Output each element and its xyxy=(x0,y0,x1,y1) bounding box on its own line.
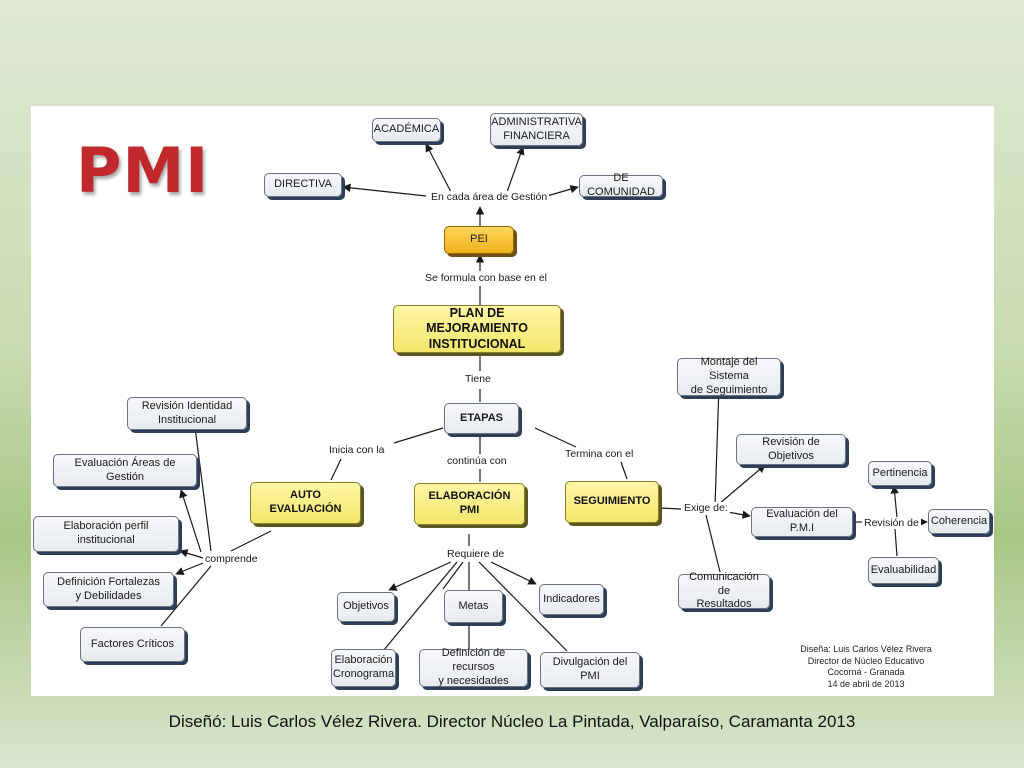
label-en-cada-area: En cada área de Gestión xyxy=(429,191,550,203)
node-comunicacion-resultados: Comunicación de Resultados xyxy=(678,571,770,610)
node-montaje-sistema: Montaje del Sistema de Seguimiento xyxy=(677,356,781,396)
node-plan-mejoramiento: PLAN DE MEJORAMIENTO INSTITUCIONAL xyxy=(393,305,561,353)
node-pertinencia: Pertinencia xyxy=(868,461,932,486)
node-evaluacion-areas: Evaluación Áreas de Gestión xyxy=(53,454,197,487)
node-evaluacion-pmi: Evaluación del P.M.I xyxy=(751,507,853,537)
label-tiene: Tiene xyxy=(463,373,493,385)
node-elaboracion-cronograma: Elaboración Cronograma xyxy=(331,649,396,687)
node-directiva: DIRECTIVA xyxy=(264,173,342,197)
node-de-comunidad: DE COMUNIDAD xyxy=(579,172,663,198)
label-comprende: comprende xyxy=(203,553,260,565)
node-seguimiento: SEGUIMIENTO xyxy=(565,481,659,523)
page-title: PMI xyxy=(76,134,210,207)
node-pei: PEI xyxy=(444,226,514,254)
credit-line-1: Diseña: Luis Carlos Vélez Rivera xyxy=(800,644,932,654)
slide-footer: Diseñó: Luis Carlos Vélez Rivera. Direct… xyxy=(168,712,856,731)
label-inicia-con: Inicia con la xyxy=(327,444,387,456)
credit-line-4: 14 de abril de 2013 xyxy=(827,679,905,690)
node-etapas: ETAPAS xyxy=(444,403,519,434)
label-exige-de: Exige de: xyxy=(682,502,730,514)
node-academica: ACADÉMICA xyxy=(372,118,441,142)
node-revision-identidad: Revisión Identidad Institucional xyxy=(127,397,247,430)
node-indicadores: Indicadores xyxy=(539,584,604,615)
credit-line-3: Cocorná - Granada xyxy=(827,667,905,678)
node-administrativa-financiera: ADMINISTRATIVA FINANCIERA xyxy=(490,113,583,146)
node-factores-criticos: Factores Críticos xyxy=(80,627,185,662)
label-continua-con: continúa con xyxy=(445,455,509,467)
node-definicion-recursos: Definición de recursos y necesidades xyxy=(419,647,528,687)
design-credit: Diseña: Luis Carlos Vélez Rivera Directo… xyxy=(791,644,941,691)
label-revision-de: Revisión de xyxy=(862,517,921,529)
connector-lines xyxy=(160,143,928,652)
credit-line-2: Director de Núcleo Educativo xyxy=(807,655,925,666)
node-revision-objetivos: Revisión de Objetivos xyxy=(736,434,846,465)
node-definicion-fortalezas: Definición Fortalezas y Debilidades xyxy=(43,572,174,607)
node-metas: Metas xyxy=(444,590,503,623)
label-termina-con: Termina con el xyxy=(563,448,636,460)
node-coherencia: Coherencia xyxy=(928,509,990,534)
node-auto-evaluacion: AUTO EVALUACIÓN xyxy=(250,482,361,524)
node-evaluabilidad: Evaluabilidad xyxy=(868,557,939,584)
node-elaboracion-perfil: Elaboración perfil institucional xyxy=(33,516,179,552)
slide: PMI ACADÉMICA ADMINISTRATIVA FINANCIERA … xyxy=(31,106,994,696)
node-objetivos: Objetivos xyxy=(337,592,395,622)
label-requiere-de: Requiere de xyxy=(445,548,507,560)
node-elaboracion-pmi: ELABORACIÓN PMI xyxy=(414,483,525,525)
label-se-formula: Se formula con base en el xyxy=(423,272,549,284)
node-divulgacion-pmi: Divulgación del PMI xyxy=(540,652,640,688)
